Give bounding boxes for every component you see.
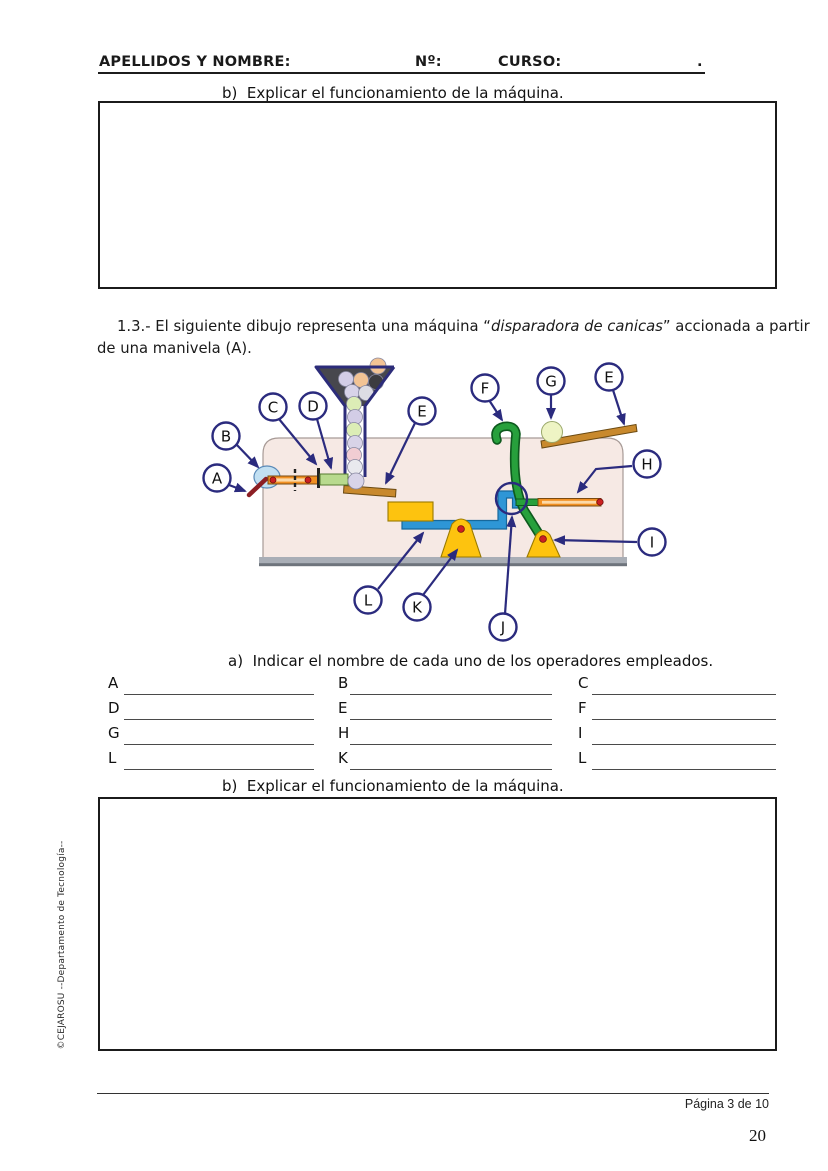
answer-line: [124, 744, 314, 745]
question-text-start: El siguiente dibujo representa una máqui…: [155, 318, 491, 335]
marble-at-exit: [347, 472, 365, 490]
machine-diagram: A B C D E F G E H I L K J: [202, 357, 667, 642]
header-underline: [98, 72, 705, 74]
ramp-right: [540, 423, 638, 449]
label-j: J: [488, 612, 518, 642]
answer-line: [350, 694, 552, 695]
answer-line: [592, 694, 776, 695]
label-circles: A B C D E F G E H I L K J: [202, 362, 667, 642]
label-g: G: [536, 366, 566, 396]
answer-row-2: D E F: [0, 699, 828, 721]
answer-letter: H: [338, 724, 350, 742]
footer-divider: [97, 1093, 769, 1094]
scan-page-number: 20: [749, 1126, 766, 1145]
surname-name-label: APELLIDOS Y NOMBRE:: [99, 54, 291, 70]
question-number: 1.3.-: [117, 318, 156, 335]
striker-lever: [491, 421, 604, 558]
svg-text:I: I: [650, 534, 654, 552]
answer-line: [592, 769, 776, 770]
answer-letter: A: [108, 674, 119, 692]
label-a: A: [202, 463, 232, 493]
label-c: C: [258, 392, 288, 422]
label-f: F: [470, 373, 500, 403]
label-b: B: [211, 421, 241, 451]
answer-row-1: A B C: [0, 674, 828, 696]
svg-text:E: E: [604, 369, 613, 387]
question-text-end: ” accionada a partir: [662, 318, 810, 335]
label-e-right: E: [594, 362, 624, 392]
answer-letter: D: [108, 699, 120, 717]
page-indicator: Página 3 de 10: [684, 1097, 769, 1111]
answer-line: [124, 719, 314, 720]
answer-letter: E: [338, 699, 348, 717]
answer-line: [350, 719, 552, 720]
answer-row-3: G H I: [0, 724, 828, 746]
answer-letter: G: [108, 724, 120, 742]
answer-line: [350, 744, 552, 745]
answer-line: [592, 719, 776, 720]
counterweight: [387, 501, 434, 522]
svg-text:H: H: [641, 456, 652, 474]
answer-line: [124, 769, 314, 770]
label-arrows: [228, 389, 638, 615]
answer-letter: K: [338, 749, 348, 767]
question-1-3: 1.3.- El siguiente dibujo representa una…: [97, 316, 817, 360]
task-a-heading: a) Indicar el nombre de cada uno de los …: [228, 652, 714, 670]
label-d: D: [298, 391, 328, 421]
answer-line: [124, 694, 314, 695]
label-l: L: [353, 585, 383, 615]
task-b-heading-top: b) Explicar el funcionamiento de la máqu…: [222, 84, 564, 102]
task-b-heading-bottom: b) Explicar el funcionamiento de la máqu…: [222, 777, 564, 795]
answer-letter: L: [578, 749, 587, 767]
label-h: H: [632, 449, 662, 479]
svg-text:C: C: [268, 399, 278, 417]
answer-box-top: [98, 101, 777, 289]
number-label: Nº:: [415, 54, 442, 70]
marble-g: [541, 421, 563, 443]
answer-letter: B: [338, 674, 349, 692]
answer-letter: C: [578, 674, 589, 692]
svg-text:E: E: [417, 403, 426, 421]
svg-text:J: J: [500, 619, 505, 637]
copyright-credit: ©CEJAROSU --Departamento de Tecnología--: [57, 840, 67, 1050]
crank-mechanism: [246, 465, 365, 498]
crank-handle: [246, 476, 269, 498]
answer-box-bottom: [98, 797, 777, 1051]
svg-text:A: A: [212, 470, 223, 488]
label-k: K: [402, 592, 432, 622]
question-line2: de una manivela (A).: [97, 340, 252, 357]
pivot-ring-j: [494, 481, 529, 516]
support-k: [440, 518, 482, 558]
svg-text:F: F: [481, 380, 490, 398]
svg-text:B: B: [221, 428, 231, 446]
machine-name-italic: disparadora de canicas: [490, 318, 663, 335]
answer-letter: F: [578, 699, 587, 717]
svg-text:G: G: [545, 373, 557, 391]
svg-text:D: D: [307, 398, 319, 416]
support-i: [526, 529, 561, 558]
answer-letter: L: [108, 749, 117, 767]
label-e-left: E: [407, 396, 437, 426]
answer-row-4: L K L: [0, 749, 828, 771]
answer-letter: I: [578, 724, 583, 742]
machine-base: [259, 557, 627, 564]
course-label: CURSO:: [498, 54, 562, 70]
svg-text:L: L: [364, 592, 373, 610]
push-rod-green: [319, 473, 349, 486]
svg-text:K: K: [412, 599, 423, 617]
header-end-mark: .: [697, 54, 703, 70]
answer-line: [350, 769, 552, 770]
balance-beam: [387, 490, 520, 558]
marble-hopper: [314, 357, 396, 477]
answer-line: [592, 744, 776, 745]
hopper-outline: [314, 365, 396, 477]
machine-base-edge: [259, 563, 627, 567]
label-i: I: [637, 527, 667, 557]
